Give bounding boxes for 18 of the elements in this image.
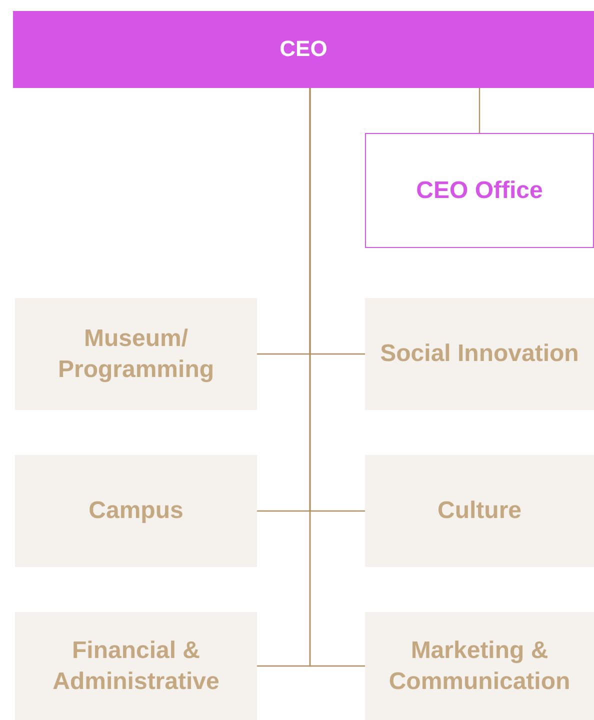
box-label: Culture — [436, 496, 522, 526]
department-box — [365, 455, 594, 567]
office-box — [365, 133, 594, 248]
ceo-box — [13, 11, 594, 88]
department-box — [365, 298, 594, 410]
box-label: Social Innovation — [379, 339, 580, 370]
department-box — [15, 612, 257, 720]
department-box — [15, 298, 257, 410]
department-box — [15, 455, 257, 567]
box-label: Museum/ Programming — [56, 324, 216, 385]
connector-line — [478, 88, 480, 133]
box-label: Campus — [88, 496, 184, 526]
connector-line — [309, 88, 365, 667]
box-label: CEO Office — [415, 176, 544, 206]
box-label: CEO — [278, 35, 328, 64]
department-box — [365, 612, 594, 720]
box-label: Financial & Administrative — [52, 636, 220, 697]
box-label: Marketing & Communication — [388, 636, 572, 697]
